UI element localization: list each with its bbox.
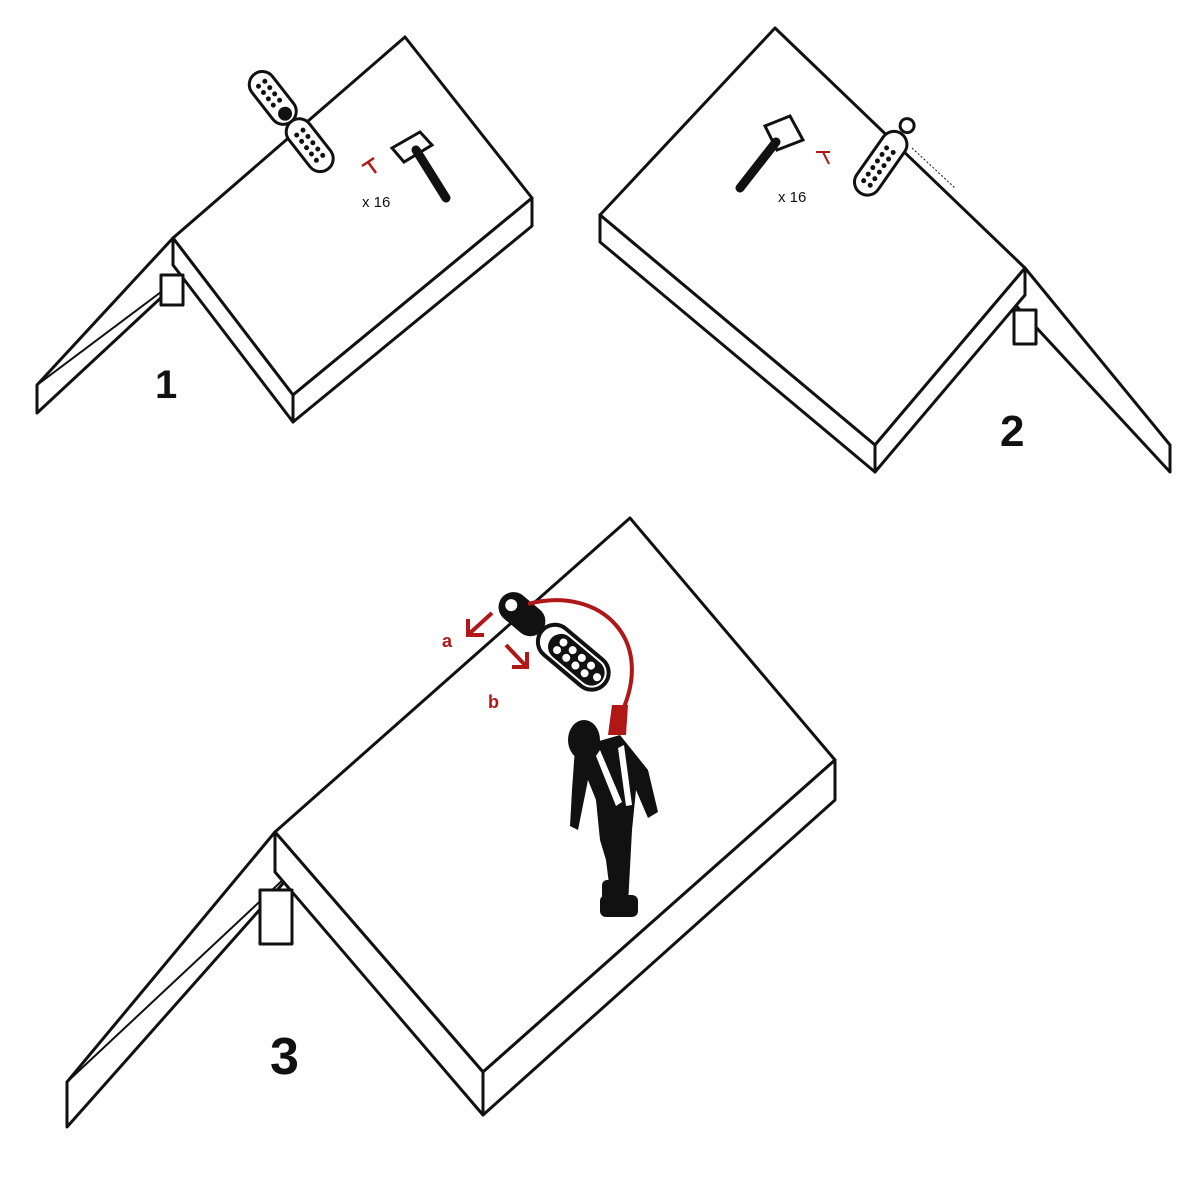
hammer-icon — [389, 130, 451, 203]
panel-3: a b 3 — [65, 516, 837, 1129]
direction-label-a: a — [442, 631, 453, 651]
panel-2: x 16 2 — [598, 26, 1172, 474]
roof-2 — [598, 26, 1172, 474]
roof-left-slope — [65, 830, 304, 1129]
roof-1 — [35, 35, 534, 424]
nail-count-label: x 16 — [362, 194, 390, 211]
roof-main-face — [171, 35, 534, 397]
worker-silhouette-icon — [568, 720, 658, 917]
direction-label-b: b — [488, 692, 499, 712]
roof-main-face — [598, 26, 1027, 447]
roof-side-edge — [873, 266, 1027, 474]
lanyard-icon — [527, 598, 634, 735]
step-number: 1 — [155, 363, 177, 407]
nail-icon — [816, 151, 830, 165]
anchor-plate-icon — [247, 70, 335, 174]
arrow-icon — [466, 611, 494, 637]
roof-side-edge — [481, 758, 837, 1117]
ridge-line — [911, 147, 956, 189]
rafter-block — [258, 888, 294, 946]
nail-count-label: x 16 — [778, 189, 806, 206]
roof-3 — [65, 516, 837, 1129]
arrow-icon — [504, 643, 529, 669]
panel-1: x 16 1 — [35, 35, 534, 424]
roof-right-slope — [1006, 266, 1172, 474]
nail-icon — [361, 156, 378, 174]
rafter-block — [159, 273, 185, 307]
anchor-plate-icon — [498, 592, 611, 692]
hammer-icon — [735, 114, 806, 193]
step-number: 2 — [1000, 407, 1024, 456]
rafter-block — [1012, 308, 1038, 346]
step-number: 3 — [270, 1028, 299, 1086]
roof-side-edge — [291, 196, 534, 424]
anchor-plate-icon — [853, 117, 916, 197]
